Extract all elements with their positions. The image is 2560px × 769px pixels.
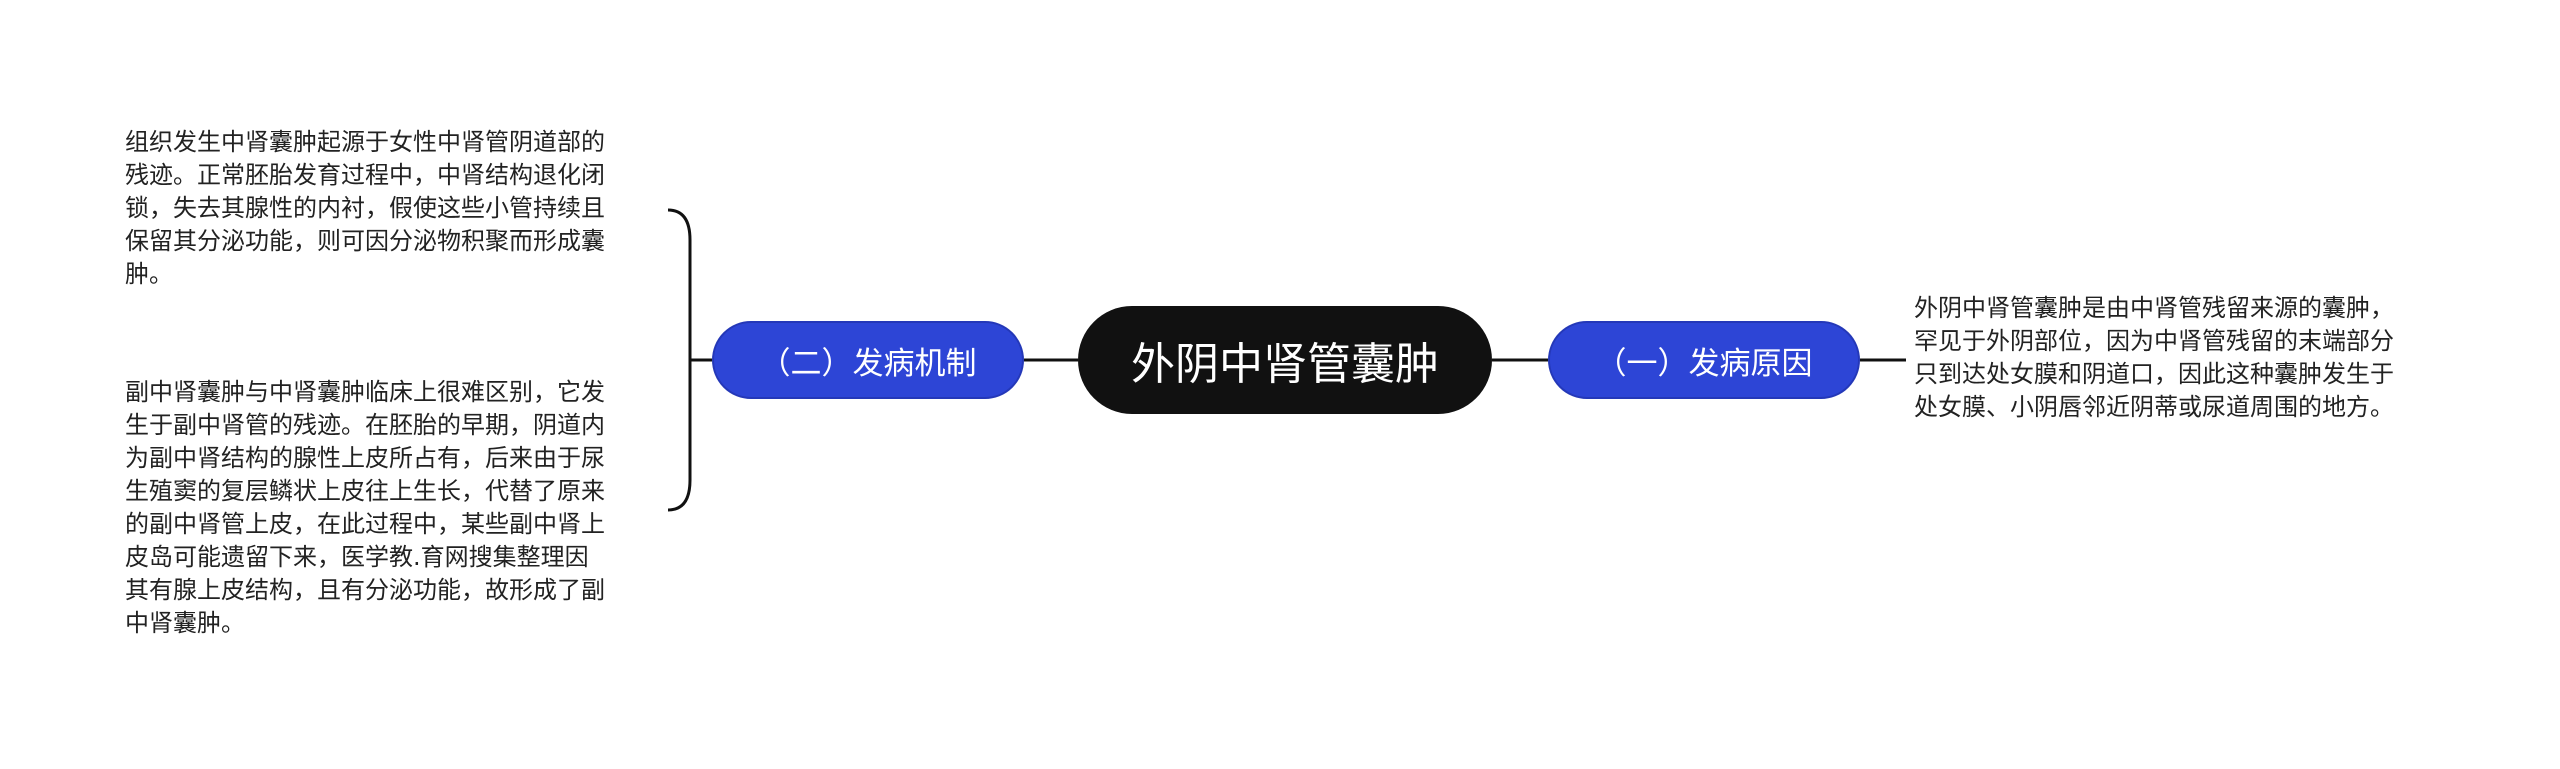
- leaf-mechanism-line: 锁，失去其腺性的内衬，假使这些小管持续且: [125, 194, 605, 222]
- leaf-mechanism-line: 其有腺上皮结构，且有分泌功能，故形成了副: [125, 576, 605, 604]
- leaf-mechanism-line: 组织发生中肾囊肿起源于女性中肾管阴道部的: [125, 128, 605, 156]
- branch-node-mechanism[interactable]: （二）发病机制: [712, 321, 1024, 399]
- leaf-mechanism-line: 副中肾囊肿与中肾囊肿临床上很难区别，它发: [125, 378, 605, 406]
- leaf-mechanism-line: 生殖窦的复层鳞状上皮往上生长，代替了原来: [125, 477, 605, 505]
- branch-cause-label: （一）发病原因: [1595, 345, 1813, 382]
- leaf-mechanism-line: 中肾囊肿。: [125, 609, 245, 637]
- left-bracket-connector: [667, 208, 692, 512]
- central-topic-label: 外阴中肾管囊肿: [1131, 339, 1439, 390]
- leaf-cause-line: 罕见于外阴部位，因为中肾管残留的末端部分: [1914, 327, 2394, 355]
- leaf-cause-line: 只到达处女膜和阴道口，因此这种囊肿发生于: [1914, 360, 2394, 388]
- branch-node-cause[interactable]: （一）发病原因: [1548, 321, 1860, 399]
- leaf-mechanism-line: 的副中肾管上皮，在此过程中，某些副中肾上: [125, 510, 605, 538]
- leaf-cause-line: 处女膜、小阴唇邻近阴蒂或尿道周围的地方。: [1914, 393, 2394, 421]
- leaf-cause-text[interactable]: 外阴中肾管囊肿是由中肾管残留来源的囊肿， 罕见于外阴部位，因为中肾管残留的末端部…: [1914, 292, 2394, 424]
- leaf-mechanism-line: 肿。: [125, 260, 173, 288]
- branch-mechanism-label: （二）发病机制: [759, 345, 977, 382]
- leaf-cause-line: 外阴中肾管囊肿是由中肾管残留来源的囊肿，: [1914, 294, 2394, 322]
- leaf-mechanism-line: 生于副中肾管的残迹。在胚胎的早期，阴道内: [125, 411, 605, 439]
- leaf-mechanism-line: 残迹。正常胚胎发育过程中，中肾结构退化闭: [125, 161, 605, 189]
- central-topic-node[interactable]: 外阴中肾管囊肿: [1078, 306, 1492, 414]
- leaf-mechanism-mesonephric-text[interactable]: 组织发生中肾囊肿起源于女性中肾管阴道部的 残迹。正常胚胎发育过程中，中肾结构退化…: [125, 126, 605, 291]
- leaf-mechanism-paramesonephric-text[interactable]: 副中肾囊肿与中肾囊肿临床上很难区别，它发 生于副中肾管的残迹。在胚胎的早期，阴道…: [125, 376, 605, 640]
- leaf-mechanism-line: 保留其分泌功能，则可因分泌物积聚而形成囊: [125, 227, 605, 255]
- leaf-mechanism-line: 为副中肾结构的腺性上皮所占有，后来由于尿: [125, 444, 605, 472]
- leaf-mechanism-line: 皮岛可能遗留下来，医学教.育网搜集整理因: [125, 543, 589, 571]
